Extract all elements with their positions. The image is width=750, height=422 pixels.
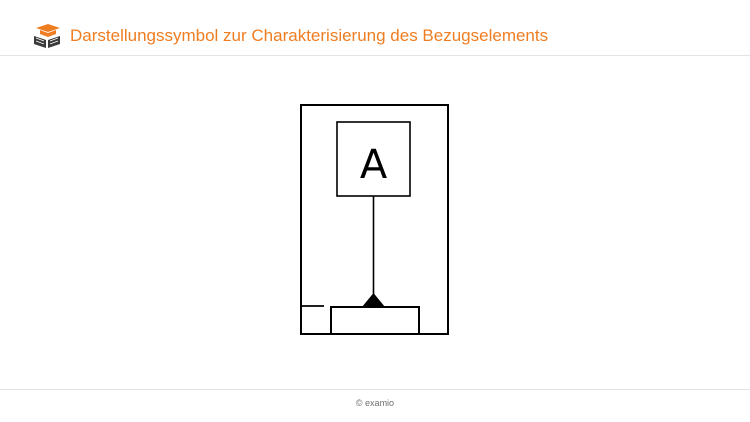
- footer-divider: [0, 389, 750, 390]
- page-title: Darstellungssymbol zur Charakterisierung…: [70, 26, 549, 45]
- header-bar: Darstellungssymbol zur Charakterisierung…: [0, 0, 750, 56]
- footer-copyright: © examio: [355, 398, 395, 408]
- datum-letter: A: [360, 142, 388, 188]
- datum-base-box: [330, 306, 420, 335]
- filled-datum-triangle: [362, 293, 385, 307]
- open-book-graduation-cap-icon: [34, 24, 60, 48]
